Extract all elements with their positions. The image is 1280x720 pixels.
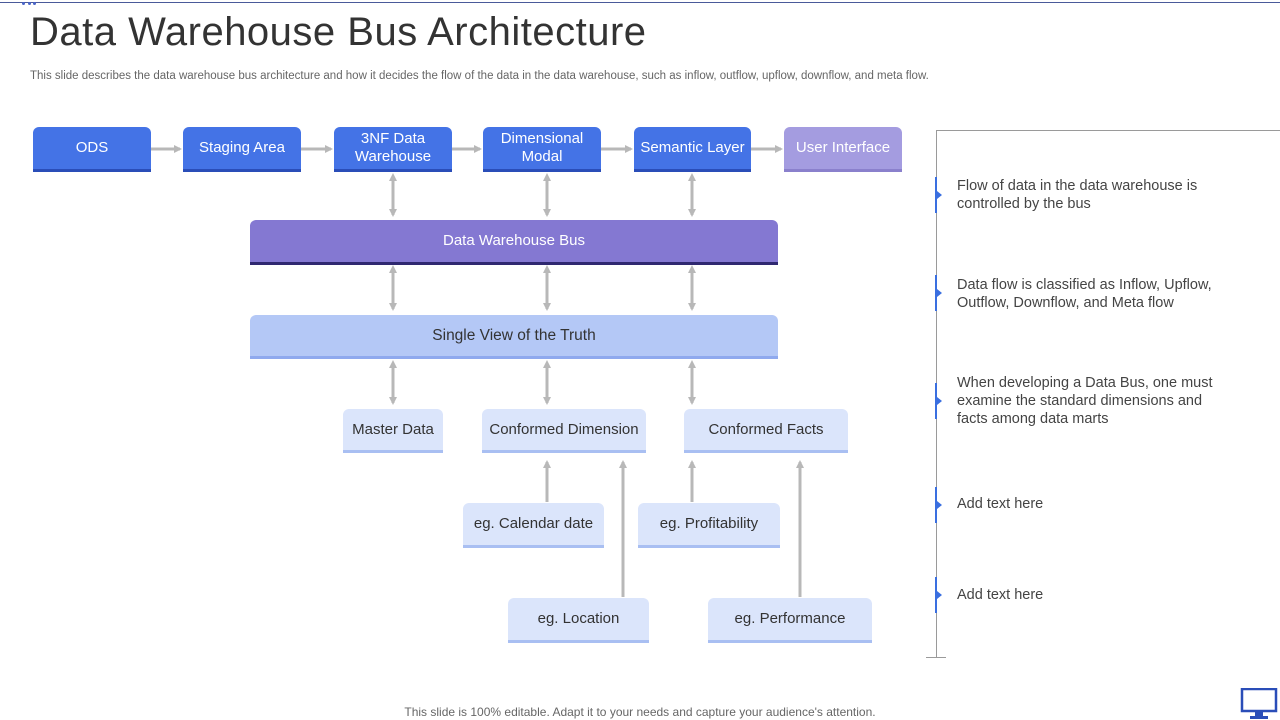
node-data-warehouse-bus: Data Warehouse Bus (250, 220, 778, 265)
note-marker-1 (935, 177, 942, 213)
node-semantic-layer: Semantic Layer (634, 127, 751, 172)
monitor-icon (1240, 688, 1278, 719)
node-eg-calendar-date: eg. Calendar date (463, 503, 604, 548)
node-dimensional-modal: Dimensional Modal (483, 127, 601, 172)
note-marker-4 (935, 487, 942, 523)
note-2: Data flow is classified as Inflow, Upflo… (957, 277, 1212, 311)
note-3: When developing a Data Bus, one must exa… (957, 375, 1213, 427)
node-ods: ODS (33, 127, 151, 172)
node-conformed-facts: Conformed Facts (684, 409, 848, 453)
top-rule (0, 2, 1280, 3)
page-subtitle: This slide describes the data warehouse … (30, 70, 929, 82)
footer-note: This slide is 100% editable. Adapt it to… (404, 705, 876, 719)
node-eg-profitability: eg. Profitability (638, 503, 780, 548)
node-master-data: Master Data (343, 409, 443, 453)
node-eg-performance: eg. Performance (708, 598, 872, 643)
slide-dots-decoration (20, 0, 38, 6)
note-marker-5 (935, 577, 942, 613)
node-single-view-of-truth: Single View of the Truth (250, 315, 778, 359)
note-marker-3 (935, 383, 942, 419)
node-staging-area: Staging Area (183, 127, 301, 172)
note-4: Add text here (957, 496, 1044, 512)
node-conformed-dimension: Conformed Dimension (482, 409, 646, 453)
note-5: Add text here (957, 587, 1044, 603)
notes-panel-bottom-tick (926, 657, 946, 658)
page-title: Data Warehouse Bus Architecture (30, 10, 647, 54)
node-3nf-data-warehouse: 3NF Data Warehouse (334, 127, 452, 172)
node-user-interface: User Interface (784, 127, 902, 172)
notes-panel-top-border (936, 130, 1280, 131)
node-eg-location: eg. Location (508, 598, 649, 643)
note-marker-2 (935, 275, 942, 311)
note-1: Flow of data in the data warehouse is co… (957, 178, 1198, 212)
